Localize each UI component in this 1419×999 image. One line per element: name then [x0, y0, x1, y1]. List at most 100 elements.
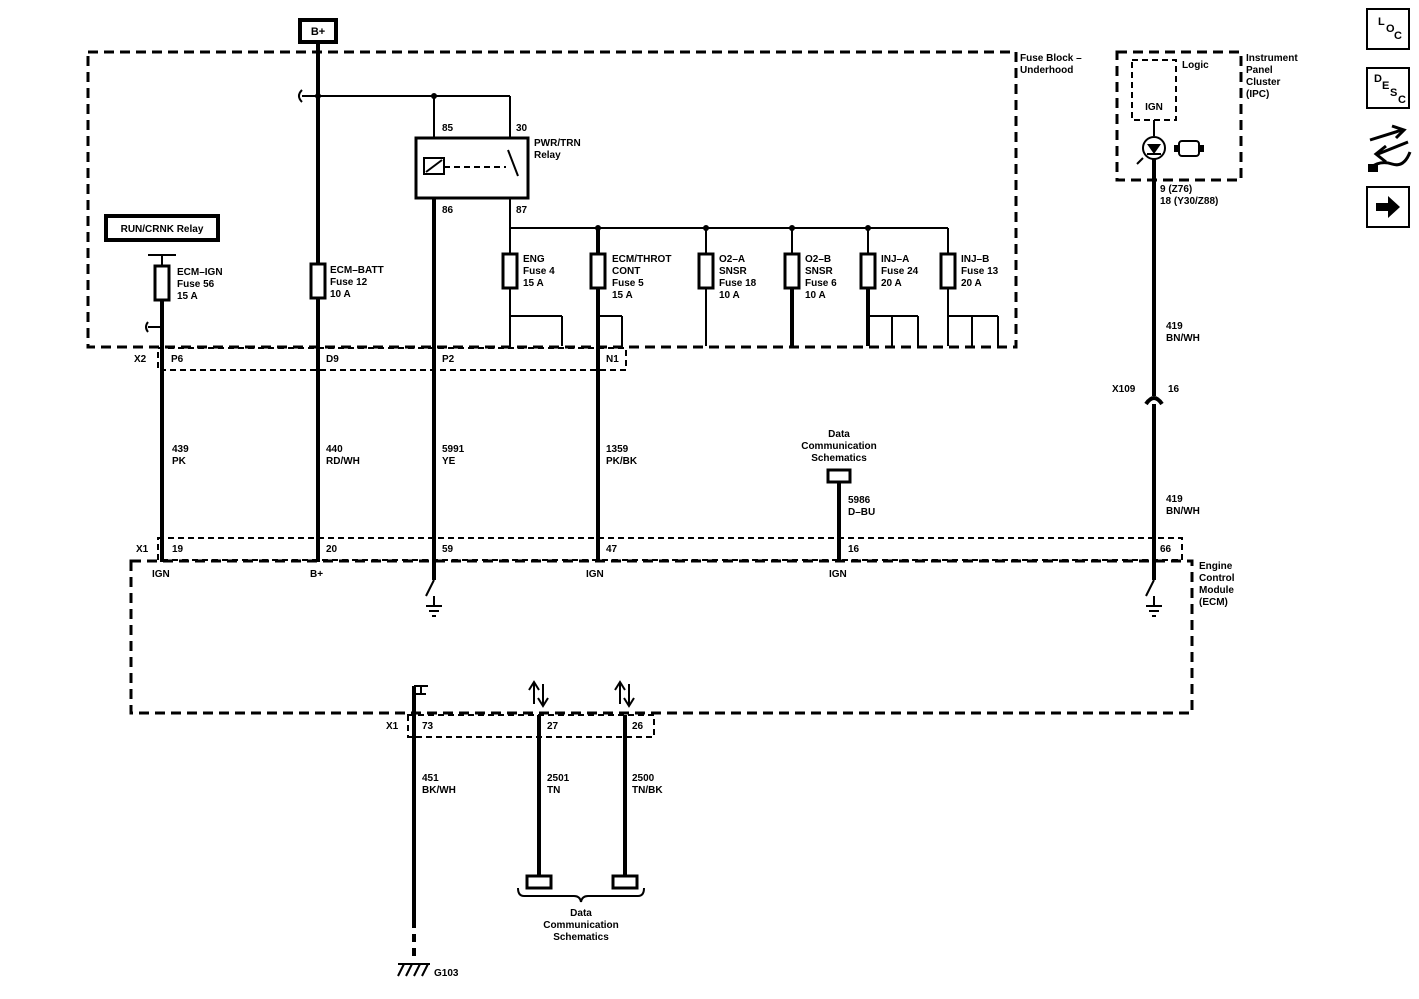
data-comm-lower-connector-1 [525, 874, 553, 890]
svg-text:Panel: Panel [1246, 65, 1273, 76]
wire-5986-color: D–BU [848, 507, 875, 518]
fuse-block-label-1: Fuse Block – [1020, 53, 1082, 64]
loc-letter-o: O [1386, 23, 1395, 35]
fuse-eng-label: ENG Fuse 4 15 A [523, 254, 555, 289]
fuse-ecm-throt [589, 252, 607, 290]
wire-439-label: 439 PK [172, 444, 189, 467]
svg-text:TN: TN [547, 785, 560, 796]
svg-text:INJ–B: INJ–B [961, 254, 989, 265]
svg-text:2501: 2501 [547, 773, 570, 784]
x1-pin-27: 27 [547, 721, 559, 732]
x1-bottom-label: X1 [386, 721, 399, 732]
desc-letter-s: S [1390, 87, 1398, 99]
x1-pin-47: 47 [606, 544, 618, 555]
svg-text:RD/WH: RD/WH [326, 456, 360, 467]
svg-text:SNSR: SNSR [719, 266, 748, 277]
ipc-border [1115, 50, 1243, 182]
x1-pin-16: 16 [848, 544, 860, 555]
fuse-inj-a-label: INJ–A Fuse 24 20 A [881, 254, 919, 289]
svg-text:Fuse 56: Fuse 56 [177, 279, 215, 290]
svg-text:Fuse 13: Fuse 13 [961, 266, 999, 277]
svg-text:BK/WH: BK/WH [422, 785, 456, 796]
svg-text:10 A: 10 A [805, 290, 826, 301]
fuse-eng [501, 252, 519, 290]
x1-pin-73: 73 [422, 721, 434, 732]
ipc-pin-b: 18 (Y30/Z88) [1160, 196, 1218, 207]
svg-text:1359: 1359 [606, 444, 629, 455]
svg-text:PK: PK [172, 456, 187, 467]
svg-text:20 A: 20 A [961, 278, 982, 289]
wire-440-label: 440 RD/WH [326, 444, 360, 467]
fuse-o2-a-label: O2–A SNSR Fuse 18 10 A [719, 254, 757, 301]
desc-letter-c: C [1398, 94, 1406, 106]
x1-top-label: X1 [136, 544, 149, 555]
location-button[interactable]: L O C [1366, 8, 1410, 50]
ipc-pin-a: 9 (Z76) [1160, 184, 1192, 195]
svg-text:15 A: 15 A [612, 290, 633, 301]
svg-text:Schematics: Schematics [553, 932, 609, 943]
svg-text:451: 451 [422, 773, 439, 784]
svg-text:Communication: Communication [543, 920, 619, 931]
pwr-trn-relay [414, 136, 530, 200]
fuse-o2-b [783, 252, 801, 290]
relay-pin-85: 85 [442, 123, 454, 134]
x1-top-connector [157, 537, 1183, 561]
fuse-ecm-ign-label: ECM–IGN Fuse 56 15 A [177, 267, 223, 302]
fuse-inj-b-label: INJ–B Fuse 13 20 A [961, 254, 999, 289]
wire-5991-label: 5991 YE [442, 444, 465, 467]
svg-text:10 A: 10 A [719, 290, 740, 301]
wire-2501-label: 2501 TN [547, 773, 570, 796]
connector-swap-icon [1368, 124, 1412, 172]
ground-label: G103 [434, 968, 459, 979]
svg-text:Fuse 5: Fuse 5 [612, 278, 644, 289]
x2-pin-d9: D9 [326, 354, 339, 365]
data-comm-upper-label: Data Communication Schematics [801, 429, 877, 464]
svg-text:Cluster: Cluster [1246, 77, 1281, 88]
ecm-pin-label-b-plus: B+ [310, 569, 323, 580]
svg-text:Module: Module [1199, 585, 1234, 596]
fuse-block-border [86, 50, 1018, 349]
svg-text:15 A: 15 A [177, 291, 198, 302]
pwr-trn-relay-label-2: Relay [534, 150, 561, 161]
fuse-ecm-batt [309, 262, 327, 300]
relay-pin-30: 30 [516, 123, 528, 134]
ecm-pin-label-ign-1: IGN [152, 569, 170, 580]
svg-text:Control: Control [1199, 573, 1235, 584]
description-button[interactable]: D E S C [1366, 67, 1410, 109]
wire-1359-label: 1359 PK/BK [606, 444, 638, 467]
x109-label: X109 [1112, 384, 1136, 395]
relay-pin-86: 86 [442, 205, 454, 216]
wire-2500-label: 2500 TN/BK [632, 773, 663, 796]
ecm-border [129, 559, 1194, 715]
wire-419-a-color: BN/WH [1166, 333, 1200, 344]
x109-pin: 16 [1168, 384, 1180, 395]
svg-text:Fuse 12: Fuse 12 [330, 277, 368, 288]
desc-letter-d: D [1374, 73, 1382, 85]
x1-bottom-connector [407, 714, 655, 738]
svg-text:SNSR: SNSR [805, 266, 834, 277]
next-page-button[interactable] [1366, 186, 1410, 228]
svg-text:Instrument: Instrument [1246, 53, 1298, 64]
svg-text:20 A: 20 A [881, 278, 902, 289]
svg-text:440: 440 [326, 444, 343, 455]
ecm-pin-label-ign-3: IGN [829, 569, 847, 580]
data-comm-upper-connector [826, 468, 852, 484]
svg-text:O2–B: O2–B [805, 254, 831, 265]
ipc-ign-label: IGN [1145, 102, 1163, 113]
x1-pin-20: 20 [326, 544, 338, 555]
svg-text:ECM/THROT: ECM/THROT [612, 254, 671, 265]
svg-text:2500: 2500 [632, 773, 655, 784]
ipc-logic-label: Logic [1182, 60, 1209, 71]
connector-swap-button[interactable] [1366, 124, 1412, 176]
svg-text:10 A: 10 A [330, 289, 351, 300]
svg-text:ENG: ENG [523, 254, 545, 265]
data-arrows-icon-26 [614, 680, 635, 708]
x1-pin-59: 59 [442, 544, 454, 555]
b-plus-label: B+ [311, 26, 325, 38]
svg-text:INJ–A: INJ–A [881, 254, 909, 265]
fuse-o2-b-label: O2–B SNSR Fuse 6 10 A [805, 254, 837, 301]
desc-letter-e: E [1382, 80, 1390, 92]
x2-label: X2 [134, 354, 147, 365]
x2-pin-p2: P2 [442, 354, 455, 365]
svg-text:YE: YE [442, 456, 456, 467]
